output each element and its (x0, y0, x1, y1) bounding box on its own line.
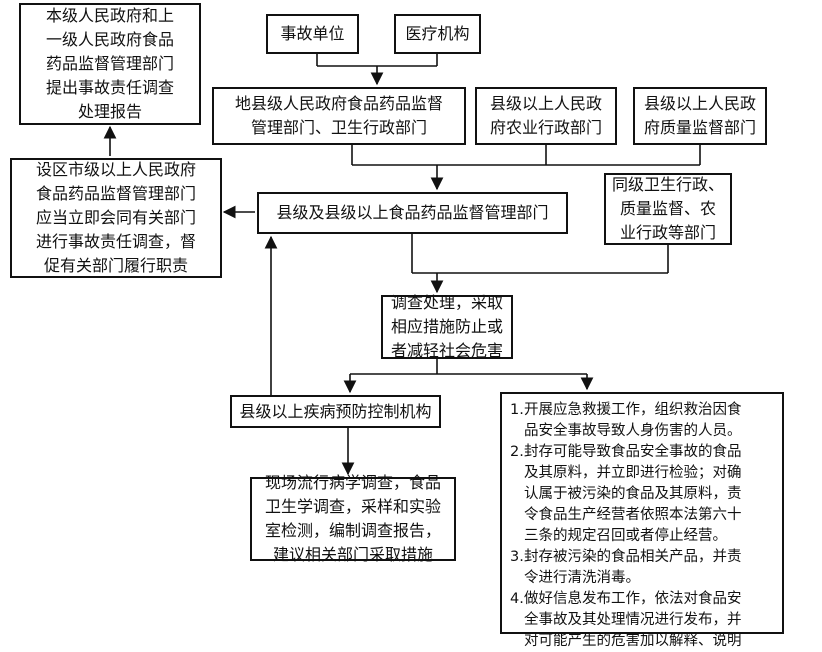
node-accident-unit-label: 事故单位 (280, 24, 345, 43)
measure-item: 3. 封存被污染的食品相关产品，并责 令进行清洗消毒。 (510, 547, 774, 589)
node-cdc-label: 县级以上疾病预防控制机构 (239, 401, 432, 421)
node-accident-unit: 事故单位 (266, 14, 359, 54)
node-cdc: 县级以上疾病预防控制机构 (230, 395, 441, 428)
node-cdc-tasks-label: 现场流行病学调查，食品 卫生学调查，采样和实验 室检测，编制调查报告， 建议相关… (264, 473, 441, 564)
measure-number: 1. (510, 402, 524, 418)
measure-text: 封存可能导致食品安全事故的食品 及其原料，并立即进行检验；对确 认属于被污染的食… (524, 444, 742, 544)
node-same-level-depts: 同级卫生行政、 质量监督、农 业行政等部门 (604, 173, 732, 245)
node-medical-institution: 医疗机构 (394, 14, 481, 54)
node-county-food-drug-dept: 县级及县级以上食品药品监督管理部门 (257, 192, 568, 234)
node-same-level-depts-label: 同级卫生行政、 质量监督、农 业行政等部门 (611, 175, 724, 242)
measure-item: 2. 封存可能导致食品安全事故的食品 及其原料，并立即进行检验；对确 认属于被污… (510, 442, 774, 547)
node-local-food-health-dept: 地县级人民政府食品药品监督 管理部门、卫生行政部门 (212, 87, 466, 145)
node-upper-government-report-label: 本级人民政府和上 一级人民政府食品 药品监督管理部门 提出事故责任调查 处理报告 (45, 6, 174, 121)
measure-number: 2. (510, 444, 524, 460)
node-upper-government-report: 本级人民政府和上 一级人民政府食品 药品监督管理部门 提出事故责任调查 处理报告 (19, 3, 201, 125)
node-cdc-tasks: 现场流行病学调查，食品 卫生学调查，采样和实验 室检测，编制调查报告， 建议相关… (250, 473, 456, 564)
measure-text: 做好信息发布工作，依法对食品安 全事故及其处理情况进行发布，并 对可能产生的危害… (524, 591, 742, 649)
node-county-quality-dept-label: 县级以上人民政 府质量监督部门 (643, 94, 756, 137)
node-medical-institution-label: 医疗机构 (405, 24, 470, 43)
node-county-agriculture-dept: 县级以上人民政 府农业行政部门 (475, 87, 617, 145)
node-county-agriculture-dept-label: 县级以上人民政 府农业行政部门 (489, 94, 602, 137)
node-city-government: 设区市级以上人民政府 食品药品监督管理部门 应当立即会同有关部门 进行事故责任调… (10, 158, 222, 278)
measure-number: 4. (510, 591, 524, 607)
node-investigation-label: 调查处理，采取 相应措施防止或 者减轻社会危害 (390, 293, 503, 360)
node-local-food-health-dept-label: 地县级人民政府食品药品监督 管理部门、卫生行政部门 (234, 94, 443, 137)
node-county-food-drug-dept-label: 县级及县级以上食品药品监督管理部门 (276, 203, 549, 222)
measure-item: 1. 开展应急救援工作，组织救治因食 品安全事故导致人身伤害的人员。 (510, 400, 774, 442)
node-emergency-measures: 1. 开展应急救援工作，组织救治因食 品安全事故导致人身伤害的人员。 2. 封存… (500, 392, 784, 649)
measure-text: 封存被污染的食品相关产品，并责 令进行清洗消毒。 (524, 549, 742, 586)
measure-text: 开展应急救援工作，组织救治因食 品安全事故导致人身伤害的人员。 (524, 402, 742, 439)
node-city-government-label: 设区市级以上人民政府 食品药品监督管理部门 应当立即会同有关部门 进行事故责任调… (35, 160, 196, 275)
measure-number: 3. (510, 549, 524, 565)
node-investigation: 调查处理，采取 相应措施防止或 者减轻社会危害 (381, 293, 513, 360)
node-county-quality-dept: 县级以上人民政 府质量监督部门 (633, 87, 767, 145)
measure-item: 4. 做好信息发布工作，依法对食品安 全事故及其处理情况进行发布，并 对可能产生… (510, 589, 774, 652)
